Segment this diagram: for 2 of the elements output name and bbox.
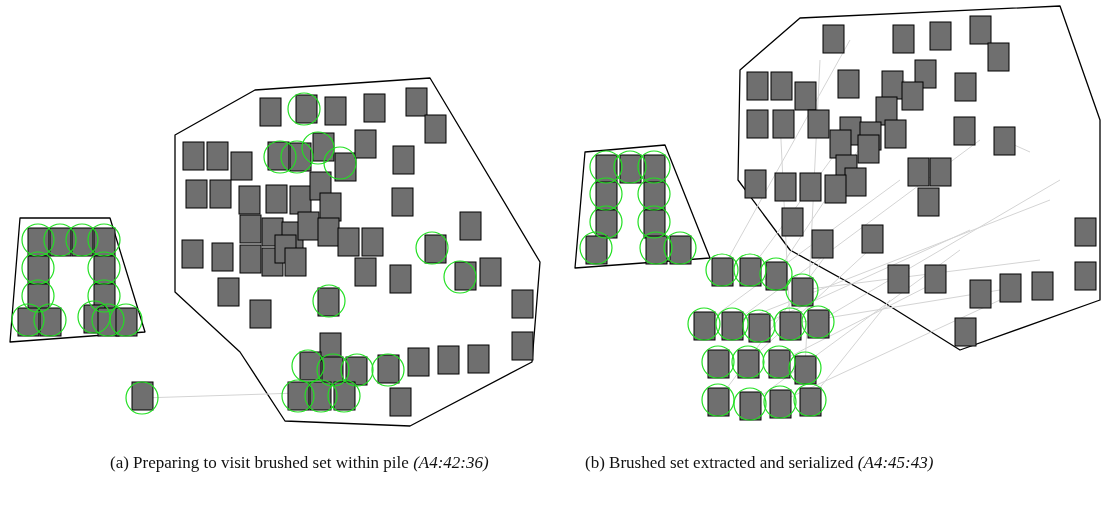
subfigure-caption: (a) Preparing to visit brushed set within pile (A4:42:36): [110, 452, 490, 474]
subfigure-caption: (b) Brushed set extracted and serialized (A4:45:43): [585, 452, 935, 474]
